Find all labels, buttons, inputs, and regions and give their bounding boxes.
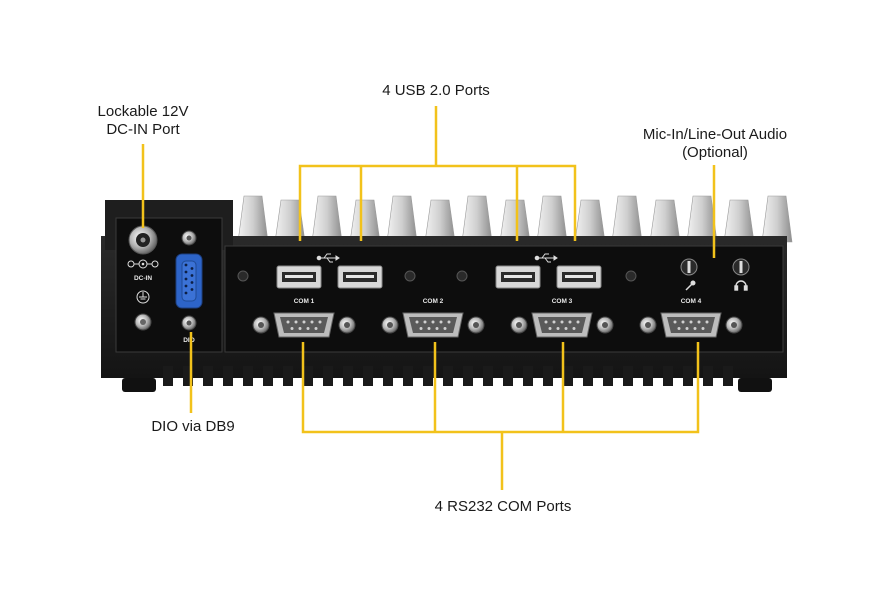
dio-top-screw [181, 230, 197, 246]
heatsink-fin [311, 195, 343, 243]
heatsink-fin [563, 366, 573, 386]
heatsink-fin [649, 199, 681, 243]
heatsink-fin [163, 366, 173, 386]
foot-left [122, 378, 156, 392]
heatsink-fin [386, 195, 418, 243]
heatsink-fin [543, 366, 553, 386]
heatsink-fin [723, 366, 733, 386]
usb-icon [316, 253, 340, 263]
heatsink-fin [423, 366, 433, 386]
heatsink-fin [461, 195, 493, 243]
callout-audio: Mic-In/Line-Out Audio (Optional) [620, 126, 810, 162]
heatsink-fin [343, 366, 353, 386]
com-port-3[interactable] [510, 312, 614, 338]
heatsink-fin [603, 366, 613, 386]
heatsink-fin [663, 366, 673, 386]
com-port-1[interactable] [252, 312, 356, 338]
heatsink-fin [424, 199, 456, 243]
heatsink-fin [243, 366, 253, 386]
com-port-2[interactable] [381, 312, 485, 338]
dc-in-panel-label: DC-IN [134, 275, 152, 282]
panel-screw [404, 270, 416, 282]
heatsink-fin [263, 366, 273, 386]
panel-screw [456, 270, 468, 282]
callout-dc-in-line1: Lockable 12V [97, 103, 189, 120]
com-port-label-4: COM 4 [681, 298, 702, 305]
heatsink-fin [483, 366, 493, 386]
heatsink-fin [203, 366, 213, 386]
heatsink-fin [583, 366, 593, 386]
dc-polarity-icon [127, 259, 159, 269]
heatsink-fin [349, 199, 381, 243]
heatsink-fin [643, 366, 653, 386]
bottom-heatsink-fins [163, 366, 733, 386]
usb-port-1[interactable] [276, 265, 322, 289]
heatsink-fin [683, 366, 693, 386]
com-port-labels: COM 1 COM 2 COM 3 COM 4 [294, 298, 702, 305]
usb-port-2[interactable] [337, 265, 383, 289]
panel-screw [237, 270, 249, 282]
dc-in-port[interactable] [128, 225, 158, 255]
heatsink-fin [611, 195, 643, 243]
heatsink-fin [237, 195, 269, 243]
heatsink-fin [363, 366, 373, 386]
heatsink-fin [623, 366, 633, 386]
callout-dio: DIO via DB9 [128, 418, 258, 436]
heatsink-fin [223, 366, 233, 386]
ground-icon [136, 290, 150, 304]
heatsink-fin [183, 366, 193, 386]
heatsink-fin [463, 366, 473, 386]
callout-audio-line2: (Optional) [682, 144, 748, 161]
heatsink-fin [723, 199, 755, 243]
com-ports-group [252, 312, 743, 338]
leader-com-bracket [301, 342, 700, 434]
heatsink-fin [761, 195, 793, 243]
mic-icon [685, 280, 696, 291]
usb-icon [534, 253, 558, 263]
heatsink-fin [536, 195, 568, 243]
panel-screw [625, 270, 637, 282]
heatsink-fin [323, 366, 333, 386]
heatsink-fin [686, 195, 718, 243]
dio-bottom-screw [181, 315, 197, 331]
heatsink-fin [403, 366, 413, 386]
callout-dc-in: Lockable 12V DC-IN Port [68, 103, 218, 139]
heatsink-fin [303, 366, 313, 386]
mic-in-jack[interactable] [680, 258, 698, 276]
heatsink-fin [574, 199, 606, 243]
callout-dio-label: DIO via DB9 [151, 418, 235, 435]
heatsink-fin [283, 366, 293, 386]
headphone-icon [734, 280, 748, 291]
callout-audio-line1: Mic-In/Line-Out Audio [642, 126, 788, 143]
com-port-label-2: COM 2 [423, 298, 444, 305]
leader-lines [141, 106, 716, 490]
foot-right [738, 378, 772, 392]
com-port-label-3: COM 3 [552, 298, 573, 305]
heatsink-fin [499, 199, 531, 243]
usb-port-4[interactable] [556, 265, 602, 289]
ground-screw[interactable] [134, 313, 152, 331]
leader-usb-bracket [298, 164, 577, 241]
callout-usb-label: 4 USB 2.0 Ports [382, 82, 490, 99]
heatsink-fin [503, 366, 513, 386]
heatsink-fin [523, 366, 533, 386]
com-port-4[interactable] [639, 312, 743, 338]
callout-dc-in-line2: DC-IN Port [106, 121, 180, 138]
dio-panel-label: DIO [183, 337, 195, 344]
callout-com: 4 RS232 COM Ports [408, 498, 598, 516]
callout-usb: 4 USB 2.0 Ports [346, 82, 526, 100]
line-out-jack[interactable] [732, 258, 750, 276]
heatsink-fin [383, 366, 393, 386]
top-heatsink-fins [237, 195, 793, 243]
usb-port-3[interactable] [495, 265, 541, 289]
heatsink-fin [443, 366, 453, 386]
dio-db9-pins [184, 263, 194, 295]
dio-db9-port[interactable] [175, 253, 203, 309]
callout-com-label: 4 RS232 COM Ports [434, 498, 572, 515]
com-port-label-1: COM 1 [294, 298, 315, 305]
heatsink-fin [703, 366, 713, 386]
